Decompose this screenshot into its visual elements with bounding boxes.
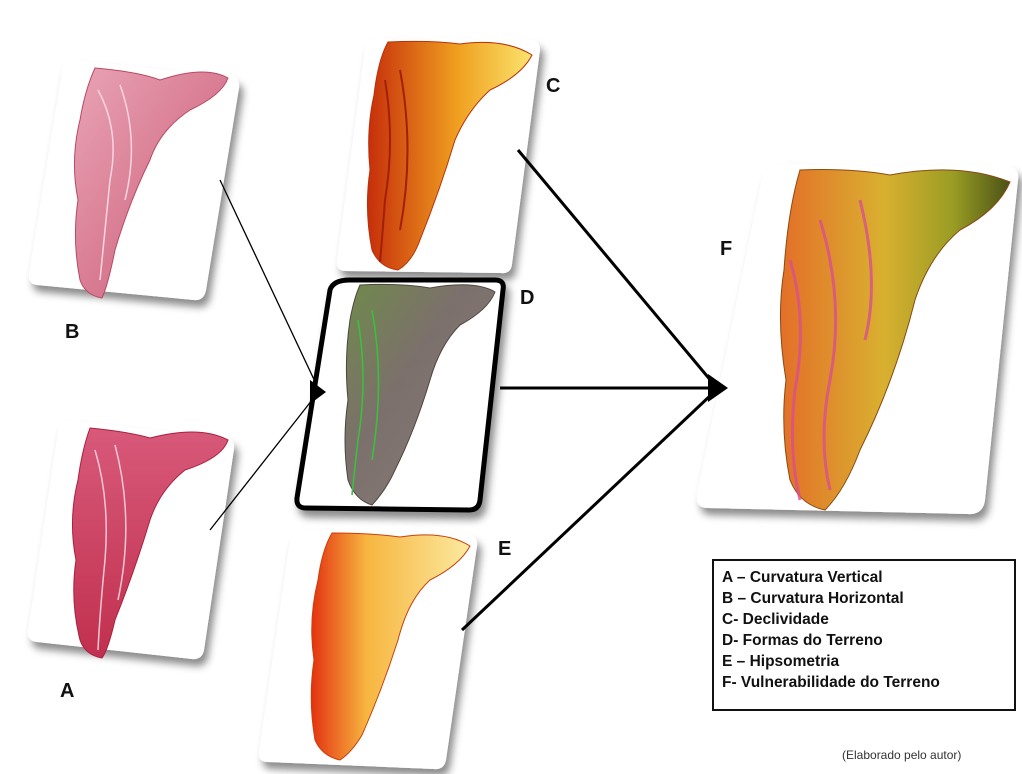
arrowhead-f [708, 374, 728, 402]
connector-e-to-f [460, 392, 714, 632]
connector-c-to-f [516, 149, 714, 383]
connector-a-to-d [209, 394, 317, 531]
label-b: B [65, 321, 80, 343]
panel-c-declividade [336, 37, 540, 274]
panel-e-hipsometria [258, 529, 478, 770]
label-c: C [546, 75, 561, 97]
panel-b-curvatura-horizontal [28, 59, 240, 301]
label-a: A [60, 680, 75, 702]
legend-item-b: B – Curvatura Horizontal [722, 590, 904, 607]
legend-item-d: D- Formas do Terreno [722, 632, 883, 649]
panel-d-formas-do-terreno [294, 277, 506, 513]
label-f: F [720, 238, 733, 260]
flow-connectors [209, 149, 728, 632]
legend-item-c: C- Declividade [722, 611, 829, 628]
arrowhead-d [310, 380, 326, 404]
credit-note: (Elaborado pelo autor) [842, 748, 962, 762]
label-e: E [498, 538, 512, 560]
legend-box: A – Curvatura Vertical B – Curvatura Hor… [712, 559, 1016, 711]
connector-b-to-d [219, 179, 319, 389]
legend-item-a: A – Curvatura Vertical [722, 569, 883, 586]
label-d: D [520, 287, 535, 309]
panel-f-vulnerabilidade [696, 163, 1019, 515]
panel-a-curvatura-vertical [27, 419, 235, 660]
legend-item-f: F- Vulnerabilidade do Terreno [722, 674, 940, 691]
legend-item-e: E – Hipsometria [722, 653, 840, 670]
